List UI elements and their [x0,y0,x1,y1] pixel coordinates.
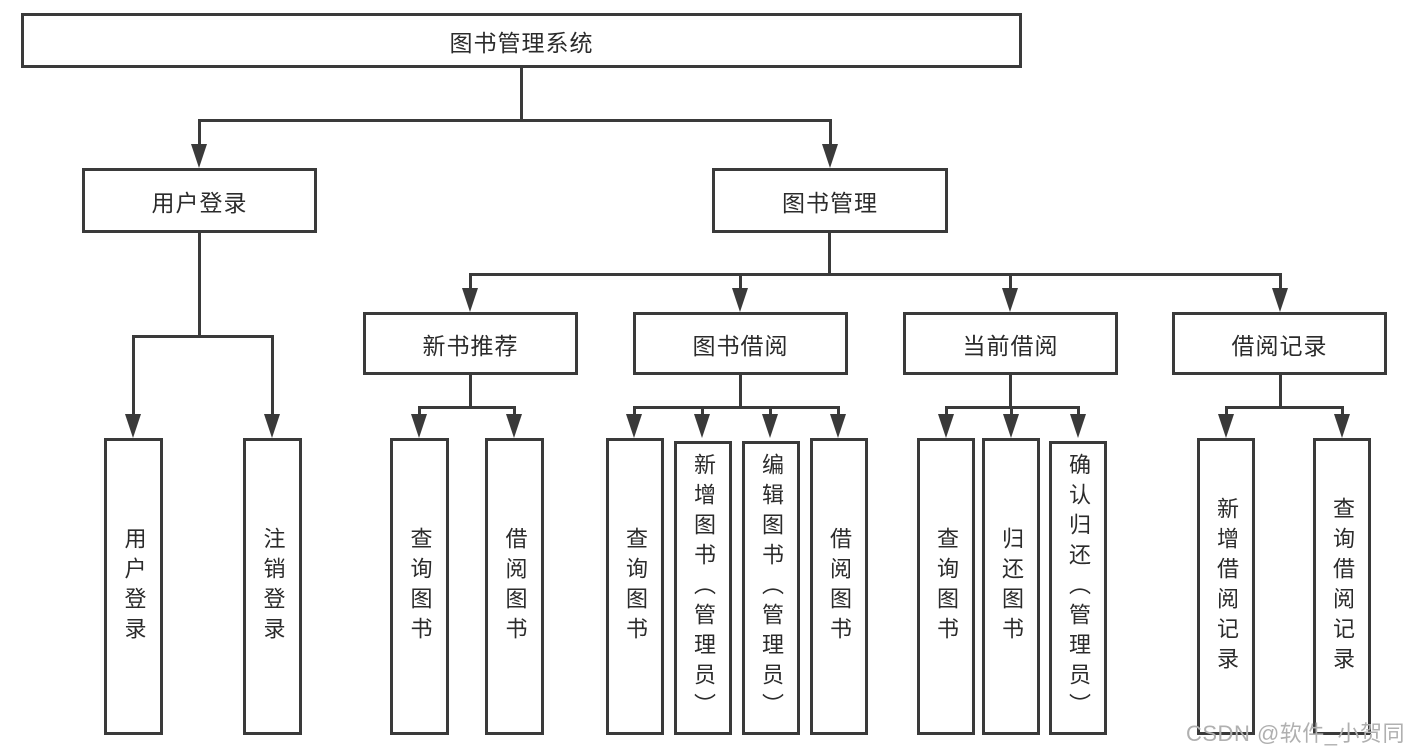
arrow-down [938,414,954,438]
connector-line [1009,375,1012,406]
leaf-user-login-label: 用户登录 [121,526,147,647]
connector-line [198,119,201,159]
arrow-down [762,414,778,438]
leaf-borrow-borrow-book: 借阅图书 [810,438,868,735]
leaf-record-add-record: 新增借阅记录 [1197,438,1255,735]
arrow-down [1272,288,1288,312]
leaf-borrow-query-book-label: 查询图书 [623,526,648,647]
arrow-down [1334,414,1350,438]
connector-line [829,119,832,159]
leaf-recommend-borrow-book-label: 借阅图书 [502,526,528,647]
node-borrow-record: 借阅记录 [1172,312,1387,375]
connector-line [828,232,831,273]
leaf-record-query-record: 查询借阅记录 [1313,438,1371,735]
leaf-borrow-borrow-book-label: 借阅图书 [827,526,852,647]
connector-line [198,119,832,122]
node-new-book-recommend-label: 新书推荐 [422,332,519,359]
leaf-recommend-query-book: 查询图书 [390,438,449,735]
connector-line [1279,375,1282,406]
leaf-current-query-book: 查询图书 [917,438,975,735]
connector-line [469,273,1281,276]
watermark-text: CSDN @软件_小贺同学 [1186,721,1405,746]
node-user-login: 用户登录 [82,168,317,233]
connector-line [132,335,135,430]
leaf-recommend-borrow-book: 借阅图书 [485,438,544,735]
arrow-down [462,288,478,312]
leaf-current-query-book-label: 查询图书 [934,526,959,647]
node-root: 图书管理系统 [21,13,1022,68]
connector-line [520,68,523,119]
node-user-login-label: 用户登录 [151,189,248,216]
connector-line [271,335,274,430]
leaf-borrow-edit-book-admin-label: 编辑图书（管理员） [759,453,784,723]
leaf-logout-label: 注销登录 [260,526,286,647]
leaf-borrow-add-book-admin-label: 新增图书（管理员） [691,453,716,723]
connector-line [469,375,472,406]
leaf-record-add-record-label: 新增借阅记录 [1214,496,1239,677]
connector-line [418,406,516,409]
leaf-borrow-query-book: 查询图书 [606,438,664,735]
leaf-current-confirm-return-admin: 确认归还（管理员） [1049,441,1107,735]
connector-line [739,375,742,406]
connector-line [633,406,839,409]
leaf-logout: 注销登录 [243,438,302,735]
node-book-management: 图书管理 [712,168,948,233]
arrow-down [506,414,522,438]
arrow-down [626,414,642,438]
node-book-borrow: 图书借阅 [633,312,848,375]
node-root-label: 图书管理系统 [449,29,594,56]
arrow-down [1070,414,1086,438]
arrow-down [1003,414,1019,438]
node-book-borrow-label: 图书借阅 [692,332,789,359]
leaf-current-return-book: 归还图书 [982,438,1040,735]
arrow-down [125,414,141,438]
arrow-down [1002,288,1018,312]
leaf-recommend-query-book-label: 查询图书 [407,526,433,647]
arrow-down [732,288,748,312]
arrow-down [822,144,838,168]
node-borrow-record-label: 借阅记录 [1231,332,1328,359]
connector-line [1225,406,1344,409]
arrow-down [264,414,280,438]
arrow-down [1218,414,1234,438]
leaf-borrow-add-book-admin: 新增图书（管理员） [674,441,732,735]
node-current-borrow-label: 当前借阅 [962,332,1059,359]
node-current-borrow: 当前借阅 [903,312,1118,375]
connector-line [198,232,201,335]
leaf-borrow-edit-book-admin: 编辑图书（管理员） [742,441,800,735]
leaf-current-return-book-label: 归还图书 [999,526,1024,647]
arrow-down [191,144,207,168]
leaf-current-confirm-return-admin-label: 确认归还（管理员） [1066,453,1091,723]
node-book-management-label: 图书管理 [782,189,878,216]
leaf-record-query-record-label: 查询借阅记录 [1330,496,1355,677]
connector-line [132,335,274,338]
arrow-down [411,414,427,438]
arrow-down [830,414,846,438]
leaf-user-login: 用户登录 [104,438,163,735]
node-new-book-recommend: 新书推荐 [363,312,578,375]
arrow-down [694,414,710,438]
